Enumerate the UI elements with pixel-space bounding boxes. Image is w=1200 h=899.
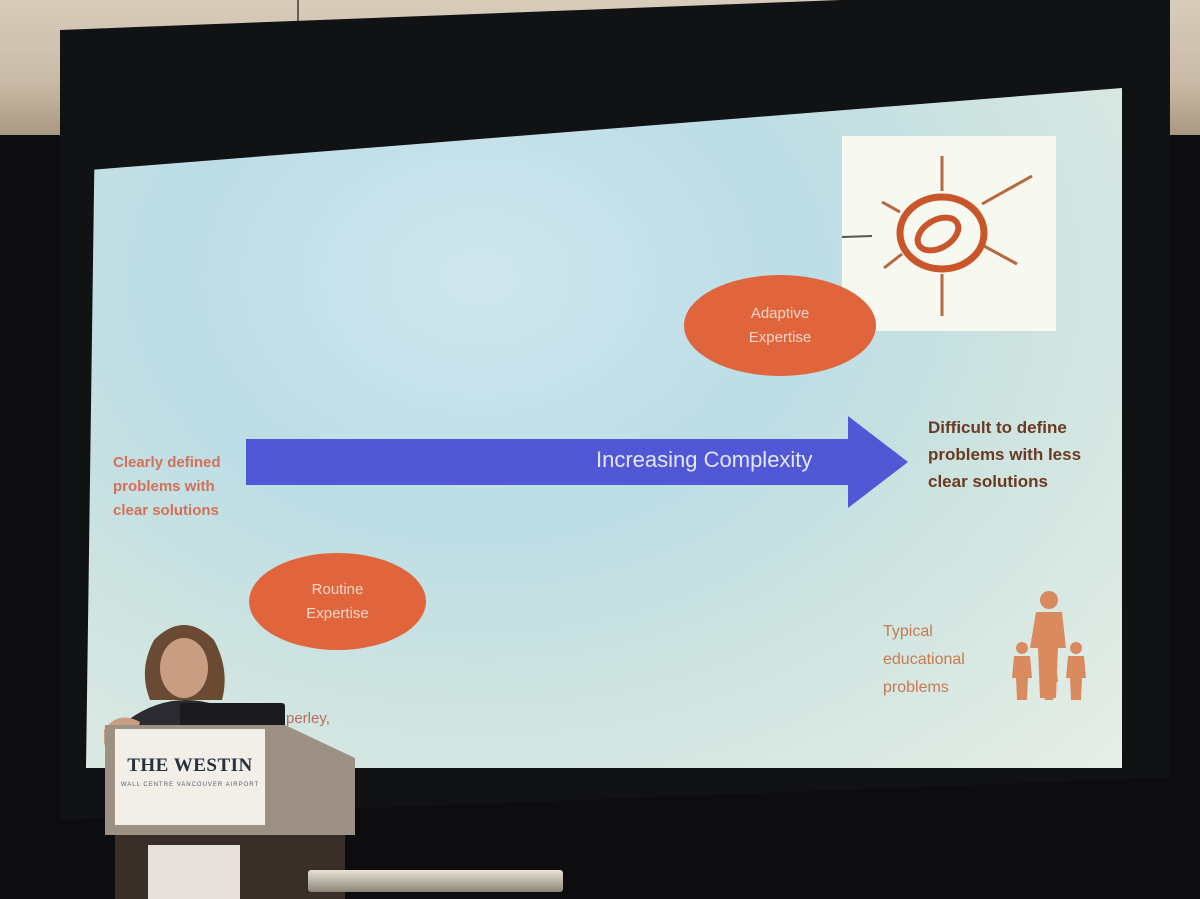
routine-expertise-ellipse: Routine Expertise [249, 553, 426, 650]
paper-sheet [148, 845, 240, 899]
adaptive-label-line2: Expertise [748, 328, 812, 346]
adaptive-label-line1: Adaptive [750, 304, 810, 322]
podium-brand: THE WESTIN [127, 755, 253, 776]
podium-sign: THE WESTIN WALL CENTRE VANCOUVER AIRPORT [115, 729, 265, 825]
typical-problems-text: Typical educational problems [883, 623, 965, 696]
side-table [308, 870, 563, 892]
target-icon [841, 156, 1033, 316]
complexity-arrow: Increasing Complexity [246, 416, 908, 508]
arrow-shaft [246, 439, 856, 485]
difficult-problems-text: Difficult to define problems with less c… [928, 418, 1082, 491]
clearly-defined-text: Clearly defined problems with clear solu… [113, 454, 221, 519]
projected-slide: Adaptive Expertise Clearly defined probl… [86, 88, 1122, 768]
family-icon [1004, 588, 1094, 703]
podium-subtitle: WALL CENTRE VANCOUVER AIRPORT [120, 782, 260, 788]
routine-label-line2: Expertise [306, 604, 369, 622]
podium: THE WESTIN WALL CENTRE VANCOUVER AIRPORT [105, 725, 355, 899]
laptop [180, 703, 285, 729]
arrow-label: Increasing Complexity [596, 447, 813, 472]
target-illustration [841, 136, 1056, 331]
arrow-head [848, 416, 908, 508]
routine-label-line1: Routine [311, 580, 364, 598]
citation-line1: perley, [286, 710, 330, 727]
adaptive-expertise-ellipse: Adaptive Expertise [684, 275, 876, 376]
